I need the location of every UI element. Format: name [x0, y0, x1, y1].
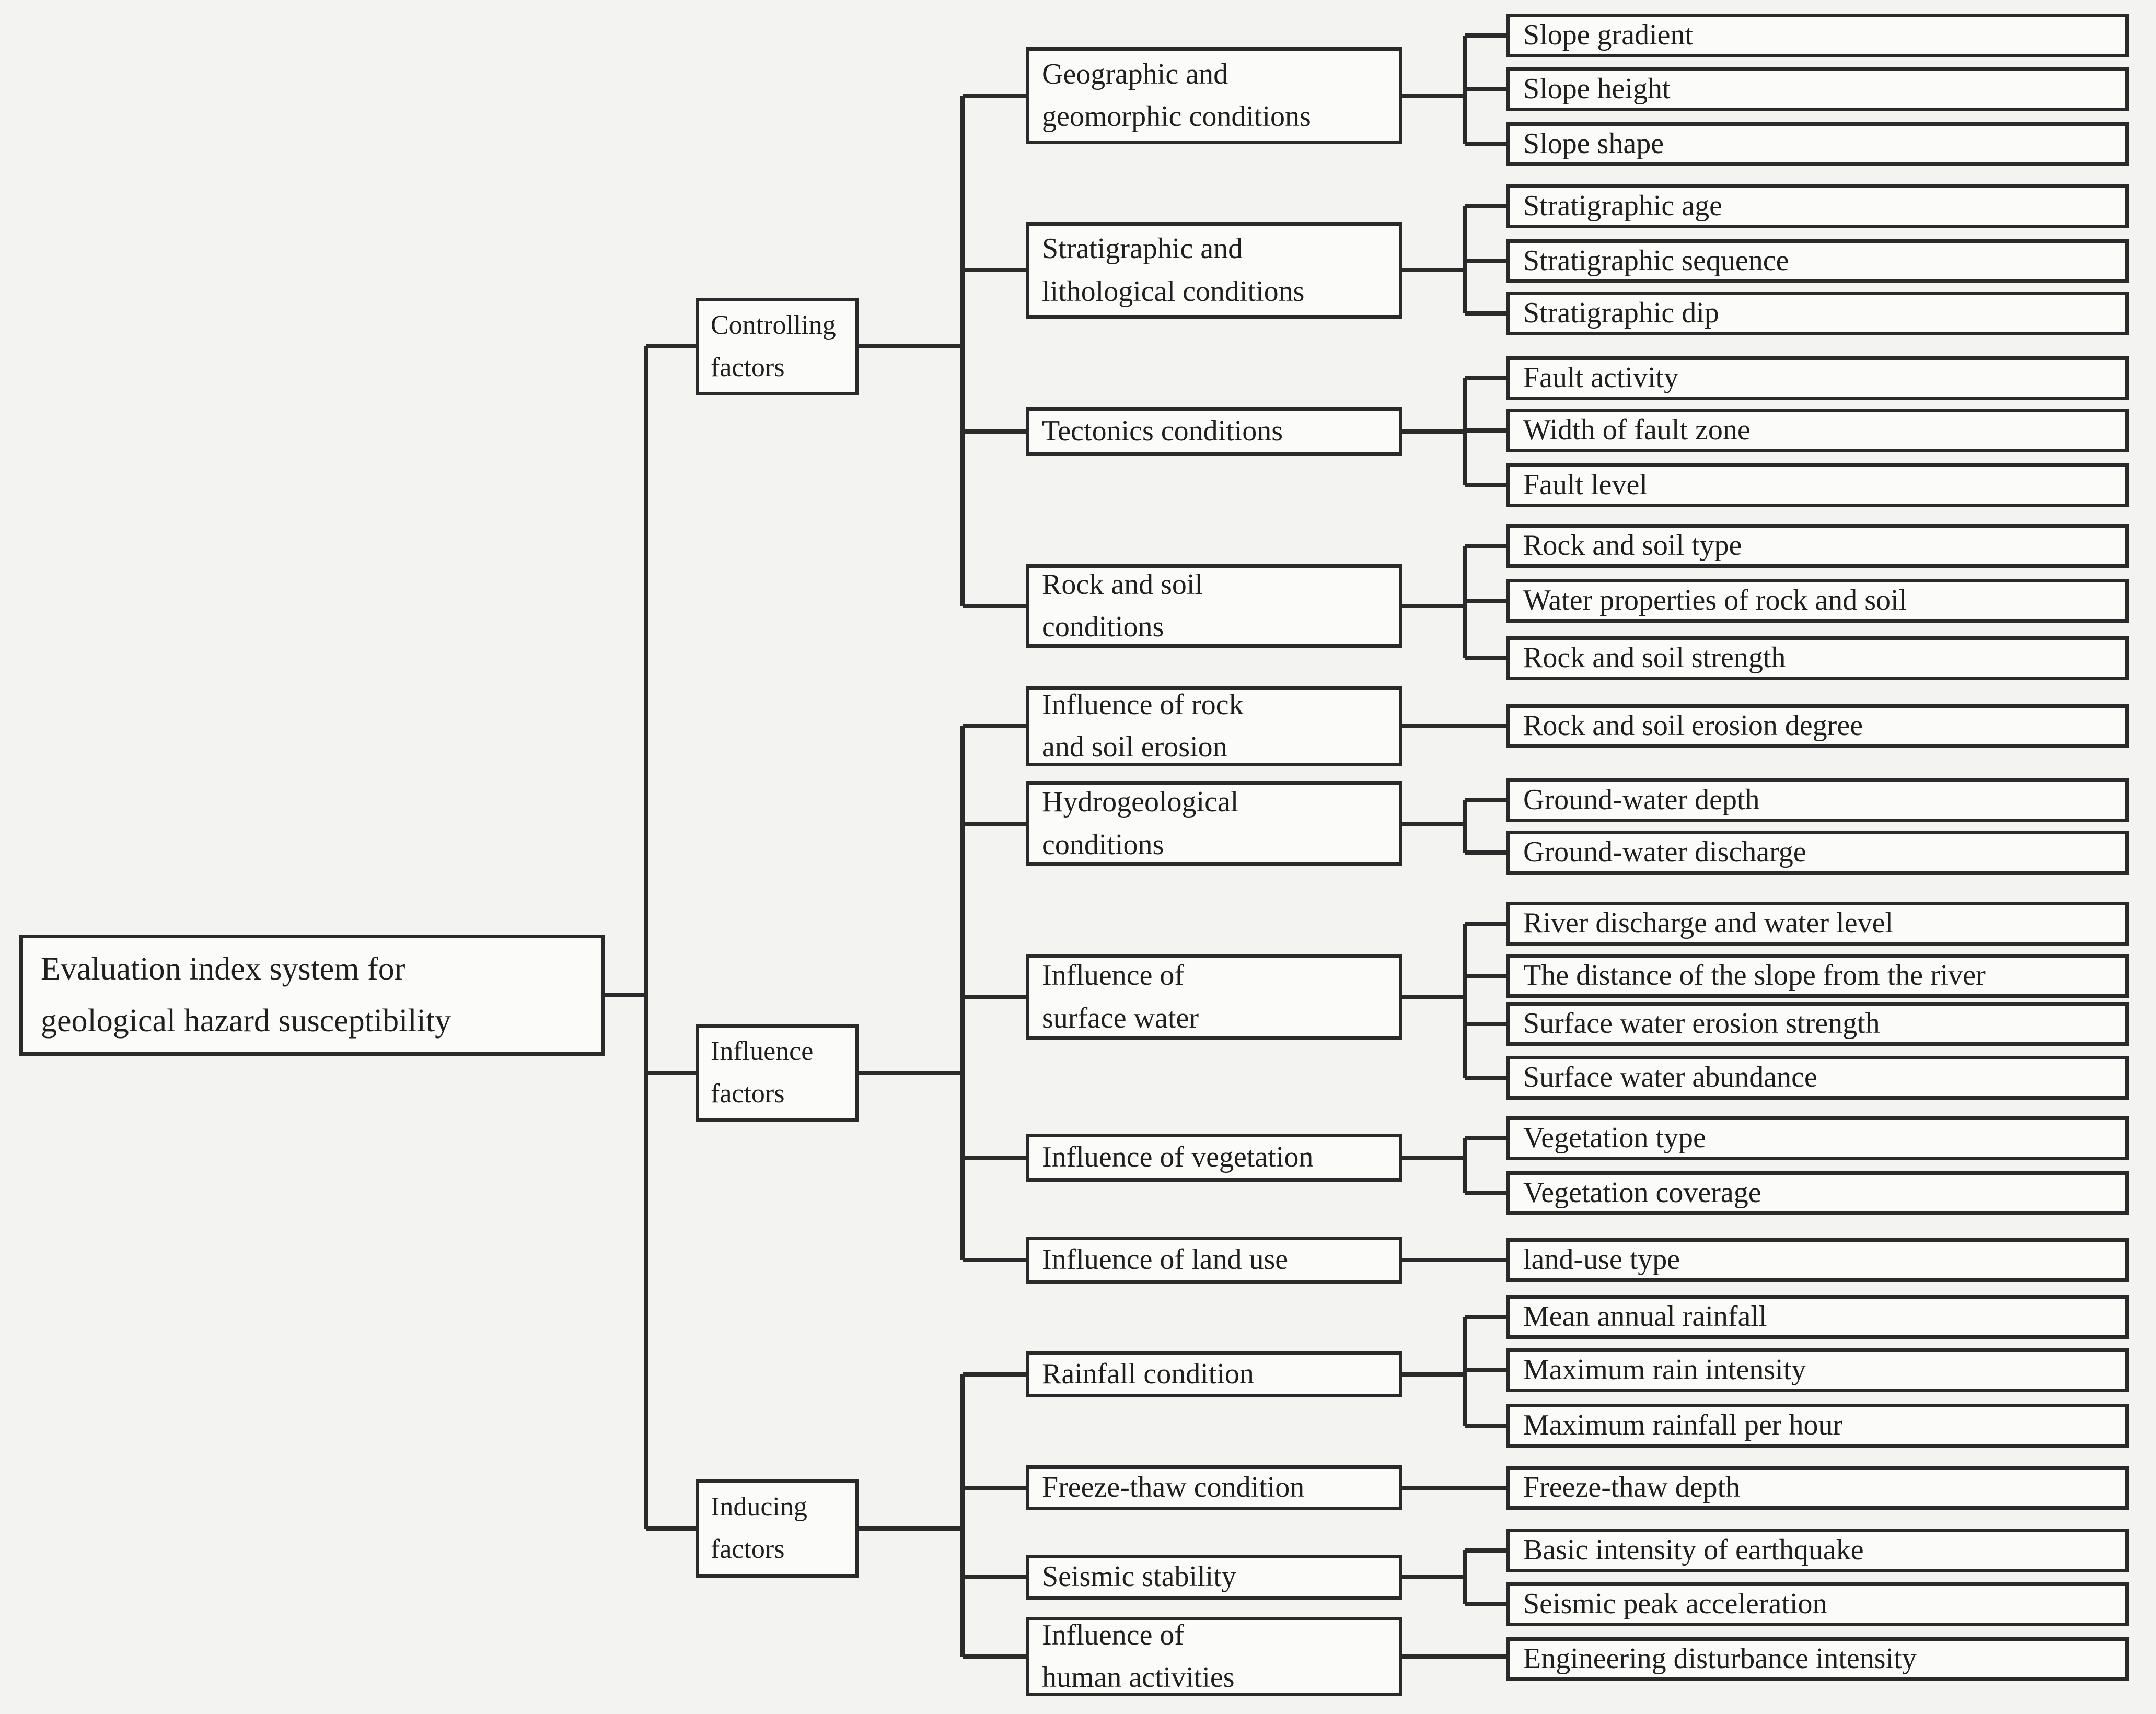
category-node-vegetation: Influence of vegetation — [1026, 1134, 1402, 1182]
leaf-node-width-of-fault-zone: Width of fault zone — [1506, 409, 2129, 452]
leaf-node-engineering-disturbance: Engineering disturbance intensity — [1506, 1637, 2129, 1681]
category-node-geographic-geomorphic: Geographic and geomorphic conditions — [1026, 47, 1402, 144]
leaf-node-max-rain-intensity: Maximum rain intensity — [1506, 1348, 2129, 1392]
factor-node-inducing: Inducing factors — [696, 1479, 859, 1578]
category-node-tectonics: Tectonics conditions — [1026, 407, 1402, 456]
root-node: Evaluation index system for geological h… — [19, 935, 605, 1056]
leaf-node-vegetation-type: Vegetation type — [1506, 1116, 2129, 1160]
leaf-node-freeze-thaw-depth: Freeze-thaw depth — [1506, 1466, 2129, 1510]
leaf-node-ground-water-depth: Ground-water depth — [1506, 778, 2129, 822]
leaf-node-slope-gradient: Slope gradient — [1506, 14, 2129, 57]
leaf-node-rock-soil-type: Rock and soil type — [1506, 524, 2129, 568]
category-node-rainfall: Rainfall condition — [1026, 1351, 1402, 1397]
leaf-node-land-use-type: land-use type — [1506, 1238, 2129, 1282]
leaf-node-rock-soil-strength: Rock and soil strength — [1506, 636, 2129, 680]
leaf-node-surface-water-abundance: Surface water abundance — [1506, 1056, 2129, 1100]
category-node-rock-soil-erosion: Influence of rock and soil erosion — [1026, 686, 1402, 766]
category-node-surface-water: Influence of surface water — [1026, 954, 1402, 1040]
category-node-human-activities: Influence of human activities — [1026, 1617, 1402, 1696]
leaf-node-distance-from-river: The distance of the slope from the river — [1506, 954, 2129, 998]
leaf-node-slope-height: Slope height — [1506, 67, 2129, 111]
leaf-node-water-properties: Water properties of rock and soil — [1506, 579, 2129, 623]
category-node-rock-soil-conditions: Rock and soil conditions — [1026, 564, 1402, 648]
category-node-stratigraphic-lithological: Stratigraphic and lithological condition… — [1026, 222, 1402, 319]
leaf-node-ground-water-discharge: Ground-water discharge — [1506, 831, 2129, 875]
leaf-node-fault-activity: Fault activity — [1506, 356, 2129, 400]
leaf-node-river-discharge: River discharge and water level — [1506, 902, 2129, 946]
leaf-node-stratigraphic-sequence: Stratigraphic sequence — [1506, 239, 2129, 283]
leaf-node-vegetation-coverage: Vegetation coverage — [1506, 1171, 2129, 1215]
category-node-hydrogeological: Hydrogeological conditions — [1026, 781, 1402, 866]
category-node-seismic-stability: Seismic stability — [1026, 1555, 1402, 1600]
leaf-node-basic-earthquake-intensity: Basic intensity of earthquake — [1506, 1529, 2129, 1572]
leaf-node-stratigraphic-age: Stratigraphic age — [1506, 184, 2129, 228]
leaf-node-seismic-peak-acceleration: Seismic peak acceleration — [1506, 1582, 2129, 1626]
leaf-node-surface-water-erosion: Surface water erosion strength — [1506, 1002, 2129, 1046]
leaf-node-fault-level: Fault level — [1506, 463, 2129, 507]
leaf-node-mean-annual-rainfall: Mean annual rainfall — [1506, 1295, 2129, 1339]
factor-node-influence: Influence factors — [696, 1024, 859, 1122]
leaf-node-max-rainfall-per-hour: Maximum rainfall per hour — [1506, 1404, 2129, 1448]
category-node-land-use: Influence of land use — [1026, 1237, 1402, 1284]
leaf-node-stratigraphic-dip: Stratigraphic dip — [1506, 292, 2129, 335]
factor-node-controlling: Controlling factors — [696, 298, 859, 395]
category-node-freeze-thaw: Freeze-thaw condition — [1026, 1465, 1402, 1510]
leaf-node-slope-shape: Slope shape — [1506, 122, 2129, 166]
leaf-node-erosion-degree: Rock and soil erosion degree — [1506, 704, 2129, 748]
